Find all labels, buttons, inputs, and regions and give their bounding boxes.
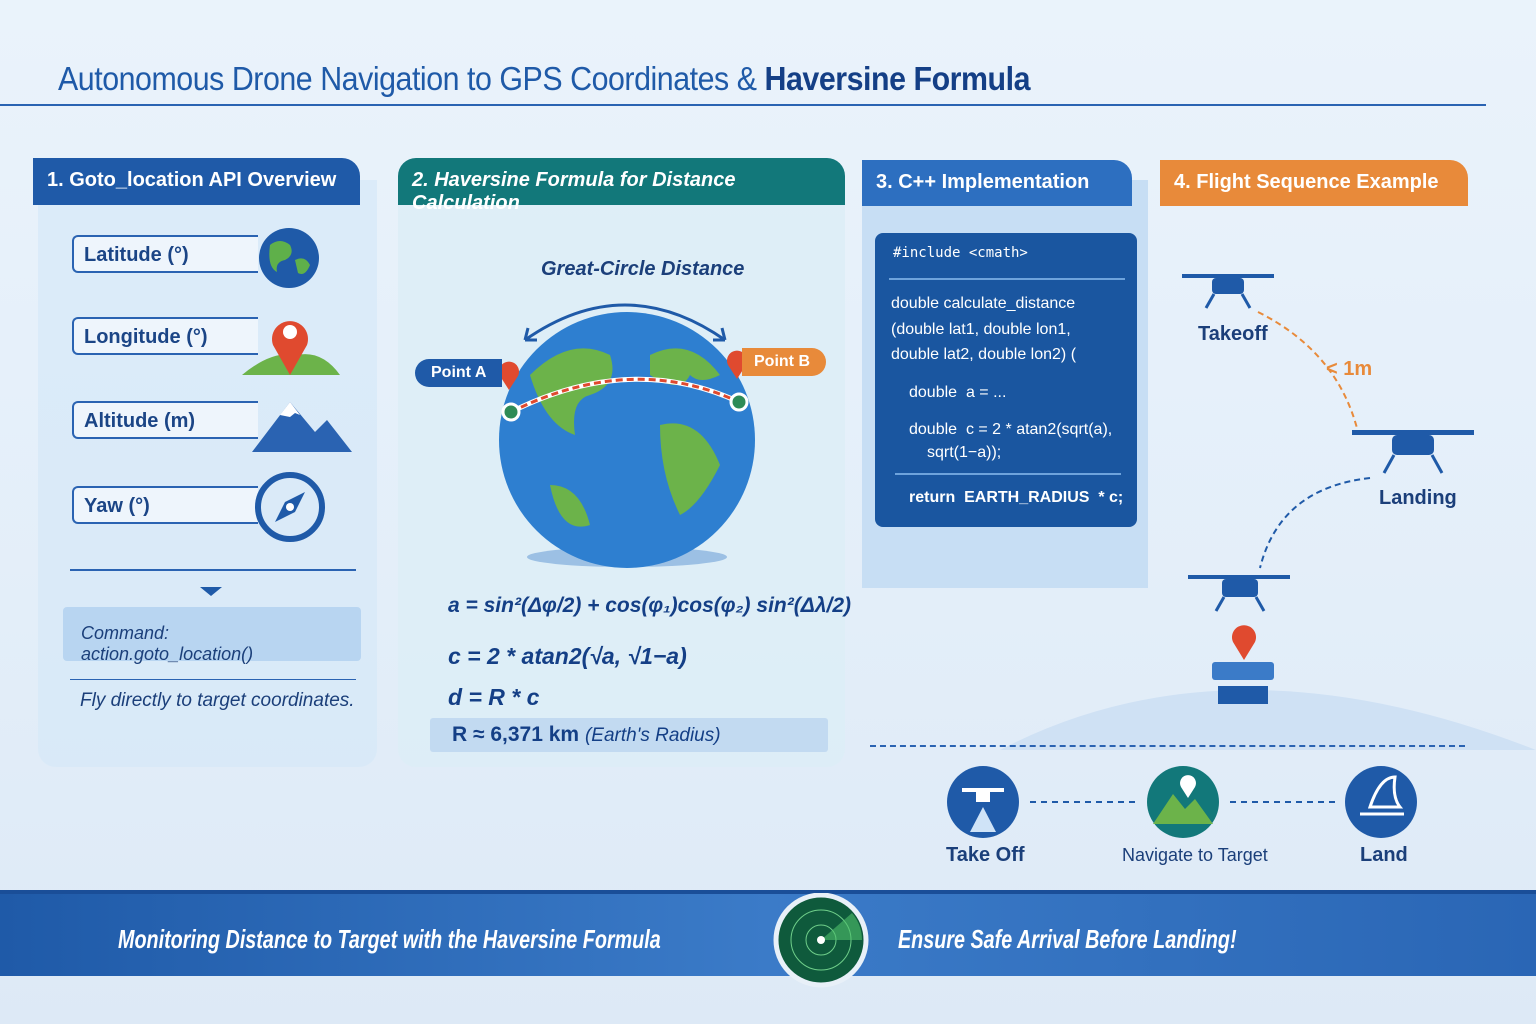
flight-sequence-diagram (1000, 274, 1536, 750)
drone-icon (1188, 575, 1290, 612)
code-line: double lat2, double lon2) ( (891, 346, 1077, 363)
page-title: Autonomous Drone Navigation to GPS Coord… (58, 60, 1031, 97)
latitude-field: Latitude (°) (72, 235, 258, 273)
mountain-icon (252, 402, 352, 452)
landing-pad-icon (1212, 625, 1274, 704)
point-a-label: Point A (415, 359, 503, 387)
globe-icon (259, 228, 319, 288)
chevron-down-icon (200, 587, 222, 596)
yaw-field: Yaw (°) (72, 486, 258, 524)
pin-a-icon (499, 361, 519, 390)
code-line: sqrt(1−a)); (927, 444, 1002, 461)
radar-icon (773, 893, 869, 988)
earth-radius-box: R ≈ 6,371 km (Earth's Radius) (430, 718, 828, 752)
steps-diagram (947, 766, 1417, 838)
panel-goto-location (38, 180, 377, 767)
landing-label: Landing (1379, 487, 1457, 509)
drone-icon (1352, 430, 1474, 474)
code-line: (double lat1, double lon1, (891, 321, 1071, 338)
panel3-header: 3. C++ Implementation (862, 160, 1132, 206)
panel1-header: 1. Goto_location API Overview (33, 158, 360, 205)
formula-c: c = 2 * atan2(√a, √1−a) (448, 643, 687, 669)
field-icons (242, 228, 352, 542)
divider (870, 745, 1465, 747)
earth-icon (499, 312, 755, 568)
step-take-off: Take Off (946, 844, 1025, 866)
banner-left-text: Monitoring Distance to Target with the H… (118, 924, 661, 954)
step-navigate: Navigate to Target (1122, 845, 1268, 865)
code-line: #include <cmath> (893, 245, 1028, 261)
ground-hill (1000, 690, 1536, 750)
divider (70, 569, 356, 571)
code-line: double a = ... (909, 384, 1007, 401)
bottom-banner: Monitoring Distance to Target with the H… (0, 890, 1536, 976)
code-line: double calculate_distance (891, 295, 1076, 312)
great-circle-label: Great-Circle Distance (541, 258, 745, 280)
globe-diagram (499, 303, 755, 568)
drone-icon (1182, 274, 1274, 309)
command-box: Command: action.goto_location() (63, 607, 361, 664)
divider (70, 679, 356, 680)
title-divider (0, 104, 1486, 106)
command-note: Fly directly to target coordinates. (80, 690, 355, 711)
panel4-header: 4. Flight Sequence Example (1160, 160, 1468, 206)
banner-right-text: Ensure Safe Arrival Before Landing! (898, 924, 1237, 954)
altitude-field: Altitude (m) (72, 401, 258, 439)
step-land: Land (1360, 844, 1408, 866)
formula-a: a = sin²(Δφ/2) + cos(φ₁)cos(φ₂) sin²(Δλ/… (448, 594, 851, 617)
arc-arrow (524, 303, 726, 342)
distance-threshold-label: < 1m (1326, 358, 1373, 380)
code-line: double c = 2 * atan2(sqrt(a), (909, 421, 1113, 438)
landing-path (1259, 477, 1371, 569)
navigate-icon (1147, 766, 1219, 838)
panel2-header: 2. Haversine Formula for Distance Calcul… (398, 158, 845, 214)
formula-d: d = R * c (448, 684, 540, 710)
great-circle-path (510, 377, 740, 414)
takeoff-label: Takeoff (1198, 323, 1268, 345)
compass-icon (255, 472, 325, 542)
takeoff-icon (947, 766, 1019, 838)
point-b-label: Point B (742, 348, 826, 376)
land-icon (1345, 766, 1417, 838)
code-line: return EARTH_RADIUS * c; (909, 489, 1124, 506)
code-block: #include <cmath> double calculate_distan… (875, 233, 1137, 527)
longitude-field: Longitude (°) (72, 317, 258, 355)
map-pin-icon (242, 321, 340, 375)
takeoff-path (1257, 311, 1359, 433)
